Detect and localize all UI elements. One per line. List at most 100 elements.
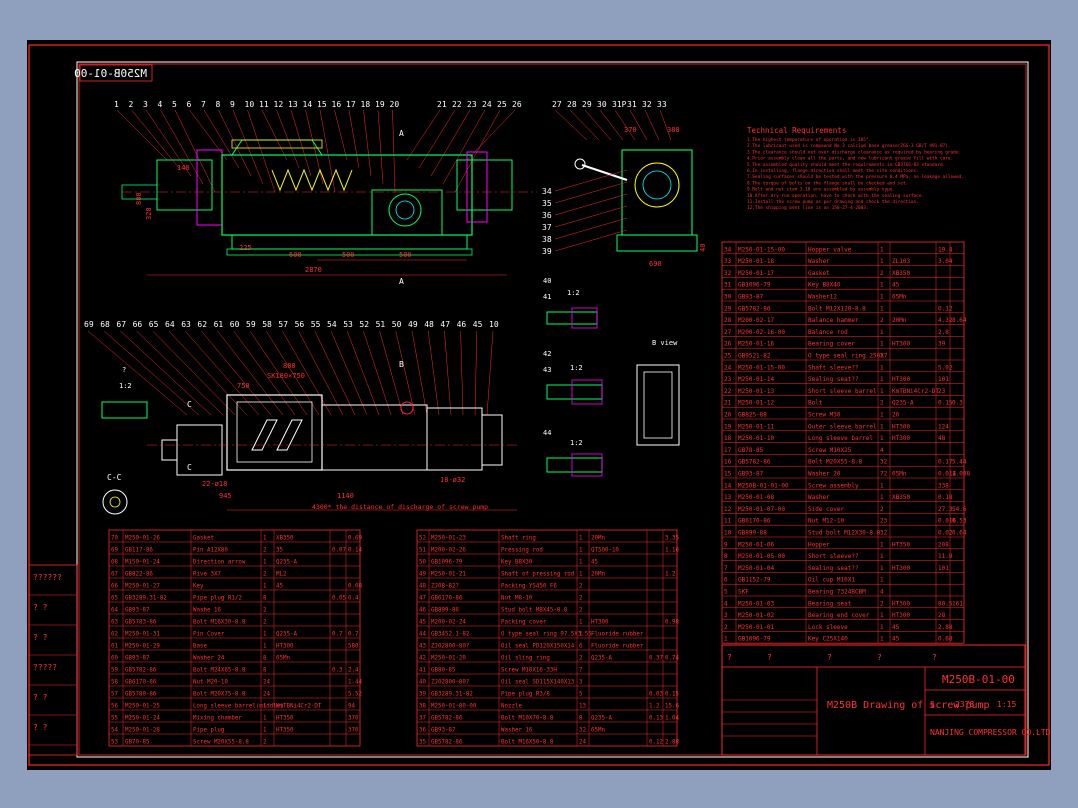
balloon-side: 34 — [542, 187, 552, 196]
table-cell: 208 — [938, 541, 949, 548]
seal-details[interactable]: 40 41 1:2 42 43 1:2 44 1:2 B view — [543, 277, 680, 477]
table-cell: QT500-10 — [591, 548, 619, 554]
table-cell: M250-01-17 — [738, 270, 775, 277]
table-cell: 0.14 — [348, 548, 362, 554]
balloon-bottom: 54 — [327, 320, 337, 329]
leader-line — [379, 330, 404, 416]
table-cell: 2 — [263, 608, 267, 614]
leader-line — [444, 330, 452, 416]
table-cell: 2.88 — [665, 740, 679, 746]
table-cell: Stud bolt M8X45-8.8 — [501, 608, 568, 614]
table-cell: 1 — [880, 636, 884, 643]
table-cell: 3.04 — [938, 258, 953, 265]
table-cell: M250-01-11 — [738, 423, 775, 430]
leader-line — [334, 109, 348, 161]
title-drawing-name: M250B Drawing of screw pump — [827, 700, 990, 711]
table-cell: M250-01-01 — [738, 624, 775, 631]
dim-320: 320 — [145, 207, 153, 220]
table-cell: Key B8X40 — [808, 282, 841, 289]
table-cell: M250-01-16 — [738, 341, 775, 348]
leader-line — [474, 330, 478, 416]
table-cell: M250-01-23 — [431, 536, 466, 542]
table-cell: 1 — [880, 541, 884, 548]
table-cell: 0.13 — [649, 716, 663, 722]
table-cell: M250-01-27 — [125, 584, 160, 590]
table-cell: Hopper valve — [808, 246, 852, 253]
table-cell: Gasket — [193, 536, 214, 542]
detail-scale-2: 1:2 — [570, 364, 583, 372]
leader-line — [218, 109, 252, 177]
table-cell: GB1096-79 — [738, 636, 771, 643]
balloon-bottom: 10 — [489, 320, 499, 329]
table-cell: 25 — [724, 353, 732, 360]
table-cell: 45 — [892, 282, 900, 289]
leader-line — [554, 205, 628, 228]
table-cell: Sealing seat?? — [808, 376, 859, 383]
table-cell: Stud bolt M12X30-8.8 — [808, 530, 881, 537]
table-cell: Bearing cover — [808, 341, 855, 348]
section-c-top: C — [187, 400, 192, 409]
table-cell: 3.35 — [665, 536, 679, 542]
table-cell: 9 — [724, 541, 728, 548]
table-cell: 370 — [348, 728, 359, 734]
balloon-bottom: 46 — [457, 320, 467, 329]
table-cell: 1 — [880, 246, 884, 253]
table-cell: 1 — [724, 636, 728, 643]
leader-line — [377, 109, 384, 185]
table-cell: 69 — [111, 548, 118, 554]
table-cell: 1 — [880, 423, 884, 430]
dim-880: 880 — [135, 192, 143, 205]
balloon-bottom: 68 — [100, 320, 110, 329]
table-cell: GB93-87 — [125, 656, 150, 662]
balloon-top: 25 — [497, 100, 507, 109]
dim-370: 370 — [624, 126, 637, 134]
table-cell: 58 — [111, 680, 118, 686]
plan-barrel — [321, 404, 428, 471]
leader-line — [168, 330, 248, 416]
leader-line — [427, 330, 440, 416]
detail-scale-left: 1:2 — [119, 382, 132, 390]
balloon-bottom: 58 — [262, 320, 272, 329]
table-cell: M250-01-02 — [738, 612, 775, 619]
table-cell: Long sleeve barrel — [808, 435, 873, 442]
table-cell: M250-01-31 — [125, 632, 160, 638]
tech-line: 2.The lubricant used is compound No.3 ca… — [747, 143, 951, 149]
table-cell: 0.12 — [938, 305, 953, 312]
balloon-top: 19 — [375, 100, 385, 109]
technical-requirements: Technical Requirements 1.The highest tem… — [747, 126, 964, 211]
table-cell: 61 — [111, 644, 118, 650]
balloon-top: 24 — [482, 100, 492, 109]
table-cell: 16 — [724, 459, 732, 466]
distance-note: 4300* the distance of discharge of screw… — [312, 503, 488, 511]
table-cell: GB825-88 — [738, 412, 767, 419]
table-cell: Oil seal SD115X140X13 — [501, 680, 575, 686]
table-cell: 0.17 — [938, 459, 953, 466]
table-cell: Key C25X140 — [808, 636, 848, 643]
table-cell: 1 — [263, 560, 267, 566]
table-cell: Packing cover — [501, 620, 547, 626]
table-cell: 2 — [880, 270, 884, 277]
table-cell: Bolt M12X120-8.8 — [808, 305, 866, 312]
table-cell: 45 — [276, 584, 283, 590]
dim-600: 600 — [289, 251, 302, 259]
table-cell: 2 — [880, 400, 884, 407]
table-cell: 8 — [579, 716, 583, 722]
table-cell: GB93-87 — [125, 608, 150, 614]
balloon-bottom: 50 — [392, 320, 402, 329]
table-cell: 0.74 — [665, 656, 679, 662]
leader-line — [189, 109, 228, 161]
table-cell: Short sleeve?? — [808, 553, 859, 560]
table-cell: 32 — [880, 459, 888, 466]
table-cell: 5.44 — [952, 459, 967, 466]
detail-scale-1: 1:2 — [567, 289, 580, 297]
balloon-top: 15 — [317, 100, 327, 109]
table-cell: 5.02 — [938, 364, 953, 371]
table-cell: 62 — [111, 632, 118, 638]
leader-line — [217, 330, 284, 416]
table-cell: M250B-01-01-00 — [738, 482, 789, 489]
dim-8632: 18-ø32 — [440, 476, 465, 484]
